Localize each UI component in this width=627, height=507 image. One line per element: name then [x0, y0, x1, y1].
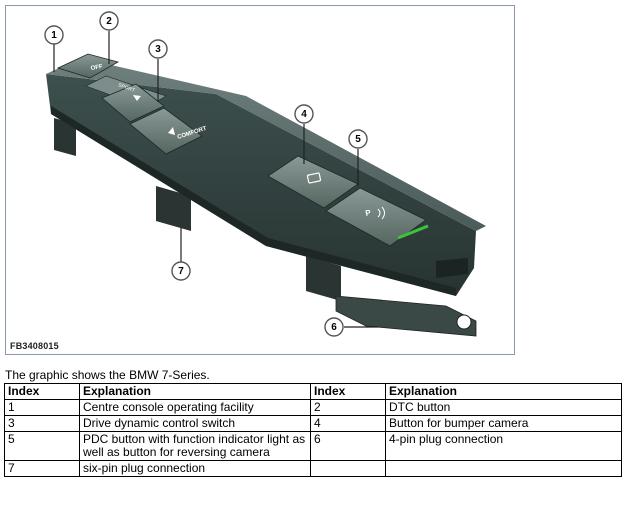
- callout-4: 4: [294, 104, 314, 124]
- table-cell: [385, 460, 622, 477]
- pdc-icon: P: [365, 208, 373, 218]
- table-cell: six-pin plug connection: [79, 460, 311, 477]
- console-illustration: OFF SPORT COMFORT P: [44, 11, 486, 337]
- camera-icon: [306, 172, 322, 184]
- function-indicator-light: [397, 224, 429, 240]
- table-cell: Centre console operating facility: [79, 399, 311, 416]
- figure-code: FB3408015: [10, 341, 59, 351]
- pdc-button: P: [325, 187, 429, 247]
- table-cell: DTC button: [385, 399, 622, 416]
- table-cell: 6: [310, 431, 386, 461]
- table-row: 7 six-pin plug connection: [4, 460, 622, 477]
- table-cell: PDC button with function indicator light…: [79, 431, 311, 461]
- table-cell: [310, 460, 386, 477]
- callout-1: 1: [44, 25, 64, 45]
- table-cell: 5: [4, 431, 80, 461]
- table-cell: 4-pin plug connection: [385, 431, 622, 461]
- svg-text:3: 3: [155, 44, 161, 55]
- sport-label: SPORT: [117, 82, 135, 94]
- dtc-button: OFF: [56, 53, 120, 79]
- table-cell: 3: [4, 415, 80, 432]
- svg-text:6: 6: [331, 322, 337, 333]
- dtc-label: OFF: [90, 64, 103, 72]
- callout-7: 7: [171, 261, 191, 281]
- table-cell: Button for bumper camera: [385, 415, 622, 432]
- header-explanation: Explanation: [79, 383, 311, 400]
- callout-2: 2: [99, 11, 119, 31]
- table-cell: 7: [4, 460, 80, 477]
- mounting-bracket: [54, 118, 477, 337]
- svg-text:7: 7: [178, 266, 184, 277]
- callout-3: 3: [148, 39, 168, 59]
- svg-text:5: 5: [355, 134, 361, 145]
- table-row: 1 Centre console operating facility 2 DT…: [4, 399, 622, 416]
- svg-text:4: 4: [301, 109, 307, 120]
- table-row: 5 PDC button with function indicator lig…: [4, 431, 622, 461]
- table-cell: 1: [4, 399, 80, 416]
- svg-text:2: 2: [106, 16, 112, 27]
- svg-text:1: 1: [51, 30, 57, 41]
- figure-caption: The graphic shows the BMW 7-Series.: [5, 368, 210, 382]
- index-table: Index Explanation Index Explanation 1 Ce…: [4, 383, 622, 477]
- component-figure: OFF SPORT COMFORT P: [5, 5, 515, 355]
- callout-5: 5: [348, 129, 368, 149]
- header-index: Index: [4, 383, 80, 400]
- table-cell: 2: [310, 399, 386, 416]
- table-cell: 4: [310, 415, 386, 432]
- header-index: Index: [310, 383, 386, 400]
- header-explanation: Explanation: [385, 383, 622, 400]
- drive-dynamic-switch: SPORT COMFORT: [85, 75, 208, 155]
- callout-6: 6: [324, 317, 344, 337]
- table-cell: Drive dynamic control switch: [79, 415, 311, 432]
- table-header-row: Index Explanation Index Explanation: [4, 383, 622, 400]
- table-row: 3 Drive dynamic control switch 4 Button …: [4, 415, 622, 432]
